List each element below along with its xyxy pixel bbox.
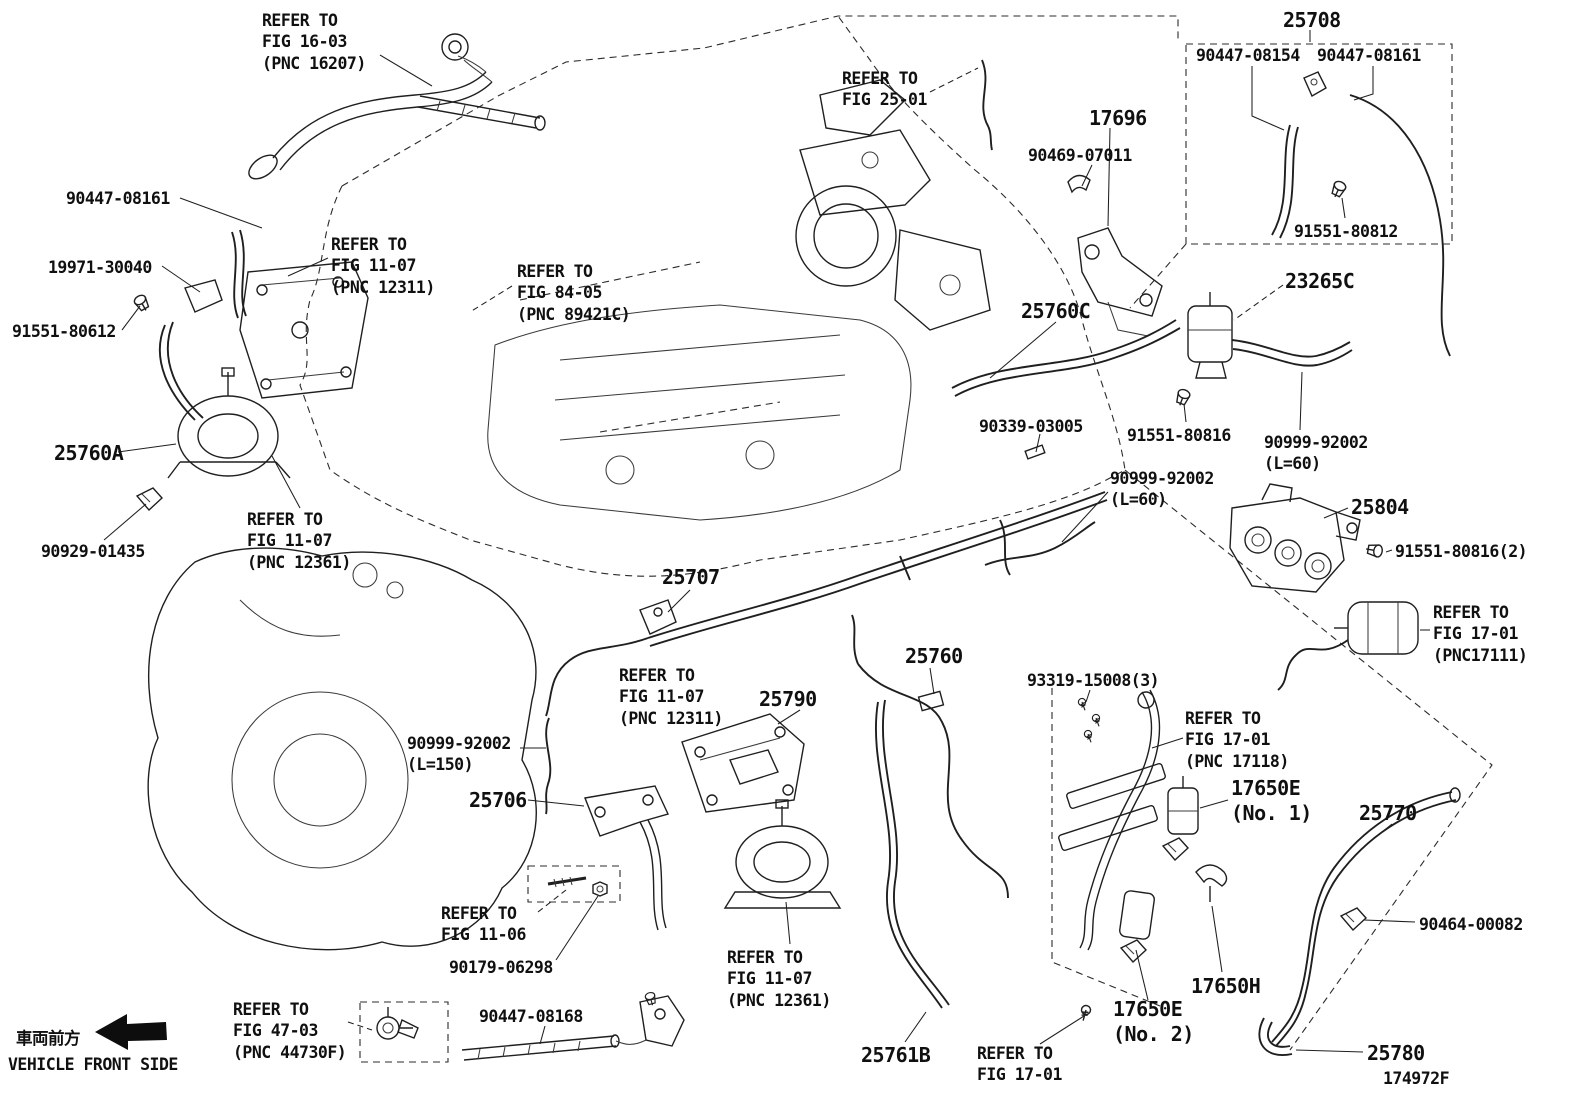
part-25760C: 25760C	[1021, 299, 1091, 323]
part-90447-08161-left: 90447-08161	[66, 189, 170, 208]
part-90999-92002-60-right: 90999-92002 (L=60)	[1264, 433, 1368, 474]
part-91551-80612: 91551-80612	[12, 322, 116, 341]
ref-fig-11-07-center: REFER TO FIG 11-07 (PNC 12311)	[619, 666, 723, 728]
part-90999-92002-150: 90999-92002 (L=150)	[407, 734, 511, 775]
part-19971-30040: 19971-30040	[48, 258, 152, 277]
part-25760A: 25760A	[54, 441, 124, 465]
part-25804: 25804	[1351, 495, 1409, 519]
part-25790: 25790	[759, 687, 817, 711]
part-90339-03005: 90339-03005	[979, 417, 1083, 436]
ref-fig-47-03: REFER TO FIG 47-03 (PNC 44730F)	[233, 1000, 347, 1062]
part-90447-08168: 90447-08168	[479, 1007, 583, 1026]
ref-fig-17-01-bottom: REFER TO FIG 17-01	[977, 1044, 1062, 1085]
part-17650E-no1: 17650E (No. 1)	[1231, 776, 1312, 825]
ref-fig-11-07-bottom: REFER TO FIG 11-07 (PNC 12361)	[727, 948, 831, 1010]
part-25708: 25708	[1283, 8, 1341, 32]
ref-fig-11-07-top: REFER TO FIG 11-07 (PNC 12311)	[331, 235, 435, 297]
part-90999-92002-60-mid: 90999-92002 (L=60)	[1110, 469, 1214, 510]
part-25707: 25707	[662, 565, 720, 589]
ref-fig-16-03: REFER TO FIG 16-03 (PNC 16207)	[262, 11, 366, 73]
vehicle-front-arrow	[95, 1014, 167, 1050]
part-23265C: 23265C	[1285, 269, 1355, 293]
part-91551-80812: 91551-80812	[1294, 222, 1398, 241]
front-label-jp: 車両前方	[16, 1029, 81, 1048]
part-90469-07011: 90469-07011	[1028, 146, 1132, 165]
part-25706: 25706	[469, 788, 527, 812]
ref-fig-84-05: REFER TO FIG 84-05 (PNC 89421C)	[517, 262, 631, 324]
part-25770: 25770	[1359, 801, 1417, 825]
ref-fig-11-07-left: REFER TO FIG 11-07 (PNC 12361)	[247, 510, 351, 572]
front-label-en: VEHICLE FRONT SIDE	[8, 1055, 178, 1074]
part-17650H: 17650H	[1191, 974, 1261, 998]
part-93319-15008-3: 93319-15008(3)	[1027, 671, 1160, 690]
ref-fig-11-06: REFER TO FIG 11-06	[441, 904, 526, 945]
ref-fig-17-01-17118: REFER TO FIG 17-01 (PNC 17118)	[1185, 709, 1289, 771]
part-90929-01435: 90929-01435	[41, 542, 145, 561]
part-91551-80816-2: 91551-80816(2)	[1395, 542, 1528, 561]
part-17696: 17696	[1089, 106, 1147, 130]
part-90447-08161-right: 90447-08161	[1317, 46, 1421, 65]
ref-fig-25-01: REFER TO FIG 25-01	[842, 69, 927, 110]
part-90447-08154: 90447-08154	[1196, 46, 1300, 65]
diagram-code: 174972F	[1383, 1069, 1450, 1088]
part-90464-00082: 90464-00082	[1419, 915, 1523, 934]
part-25760: 25760	[905, 644, 963, 668]
ref-fig-17-01-filter: REFER TO FIG 17-01 (PNC17111)	[1433, 603, 1528, 665]
part-91551-80816: 91551-80816	[1127, 426, 1231, 445]
part-25761B: 25761B	[861, 1043, 931, 1067]
part-17650E-no2: 17650E (No. 2)	[1113, 997, 1194, 1046]
part-25780: 25780	[1367, 1041, 1425, 1065]
part-90179-06298: 90179-06298	[449, 958, 553, 977]
